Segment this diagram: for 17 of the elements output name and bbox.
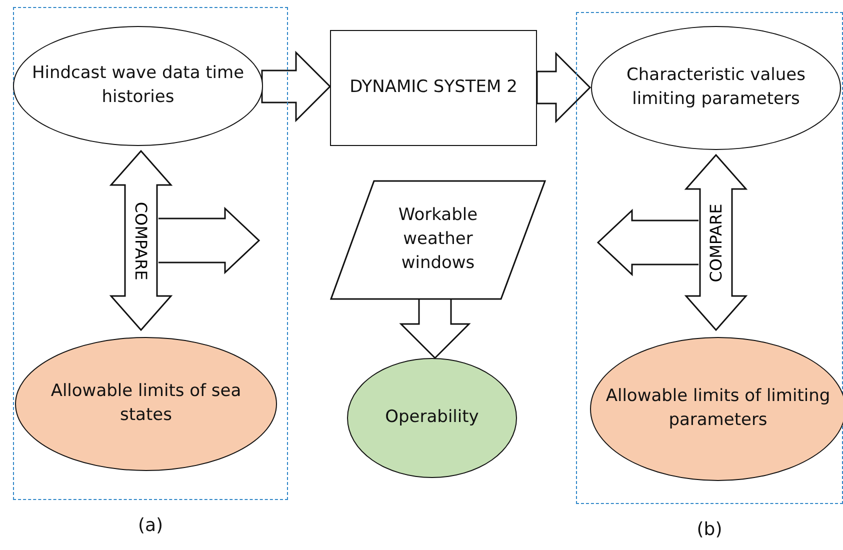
node-label: Workable weather windows bbox=[397, 204, 479, 275]
parallelogram-node bbox=[330, 180, 546, 300]
block-arrow bbox=[684, 154, 748, 332]
edge-label: COMPARE bbox=[706, 203, 726, 282]
node-label: Operability bbox=[384, 406, 480, 430]
block-arrow bbox=[109, 150, 173, 332]
edge-label: COMPARE bbox=[132, 201, 150, 280]
block-arrow bbox=[261, 50, 332, 122]
node-label: Allowable limits of limiting parameters bbox=[604, 385, 832, 432]
node-label: Allowable limits of sea states bbox=[50, 380, 242, 427]
node-label: DYNAMIC SYSTEM 2 bbox=[348, 76, 518, 100]
panel-label: (b) bbox=[696, 518, 724, 542]
panel-label: (a) bbox=[136, 514, 164, 538]
node-label: Hindcast wave data time histories bbox=[30, 62, 246, 109]
process-box bbox=[330, 30, 537, 146]
node-label: Characteristic values limiting parameters bbox=[626, 64, 806, 111]
block-arrow bbox=[536, 52, 592, 124]
